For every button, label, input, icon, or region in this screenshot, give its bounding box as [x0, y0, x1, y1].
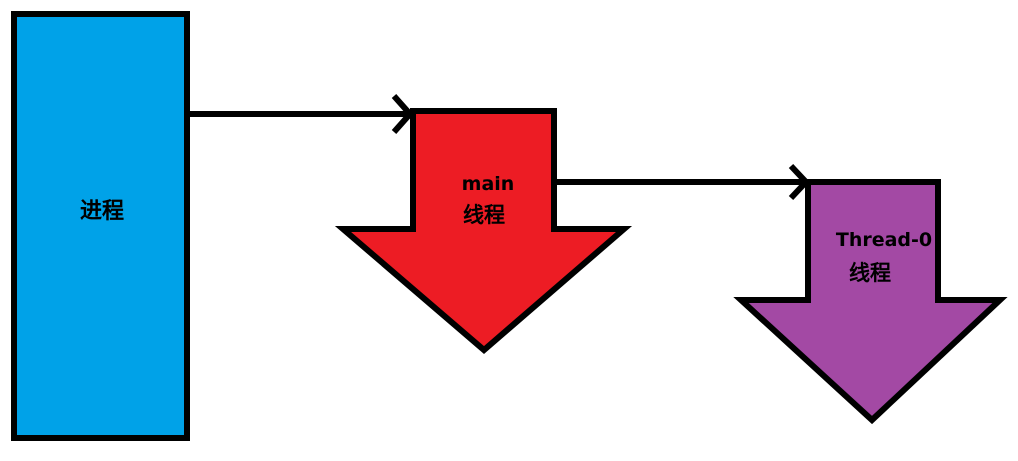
- connector-main-to-thread0: [554, 163, 811, 201]
- main-thread-name: main: [462, 173, 515, 195]
- main-thread-node: main 线程: [334, 108, 633, 354]
- worker-thread-label: 线程: [849, 261, 891, 285]
- main-thread-label: 线程: [463, 203, 505, 227]
- process-label: 进程: [80, 199, 124, 224]
- process-node: 进程: [11, 11, 190, 441]
- worker-thread-arrow: [733, 179, 1008, 425]
- main-thread-arrow: [334, 108, 633, 354]
- worker-thread-node: Thread-0 线程: [733, 179, 1008, 425]
- connector-process-to-main: [187, 94, 415, 134]
- process-box: [11, 11, 190, 441]
- worker-thread-name: Thread-0: [836, 229, 932, 251]
